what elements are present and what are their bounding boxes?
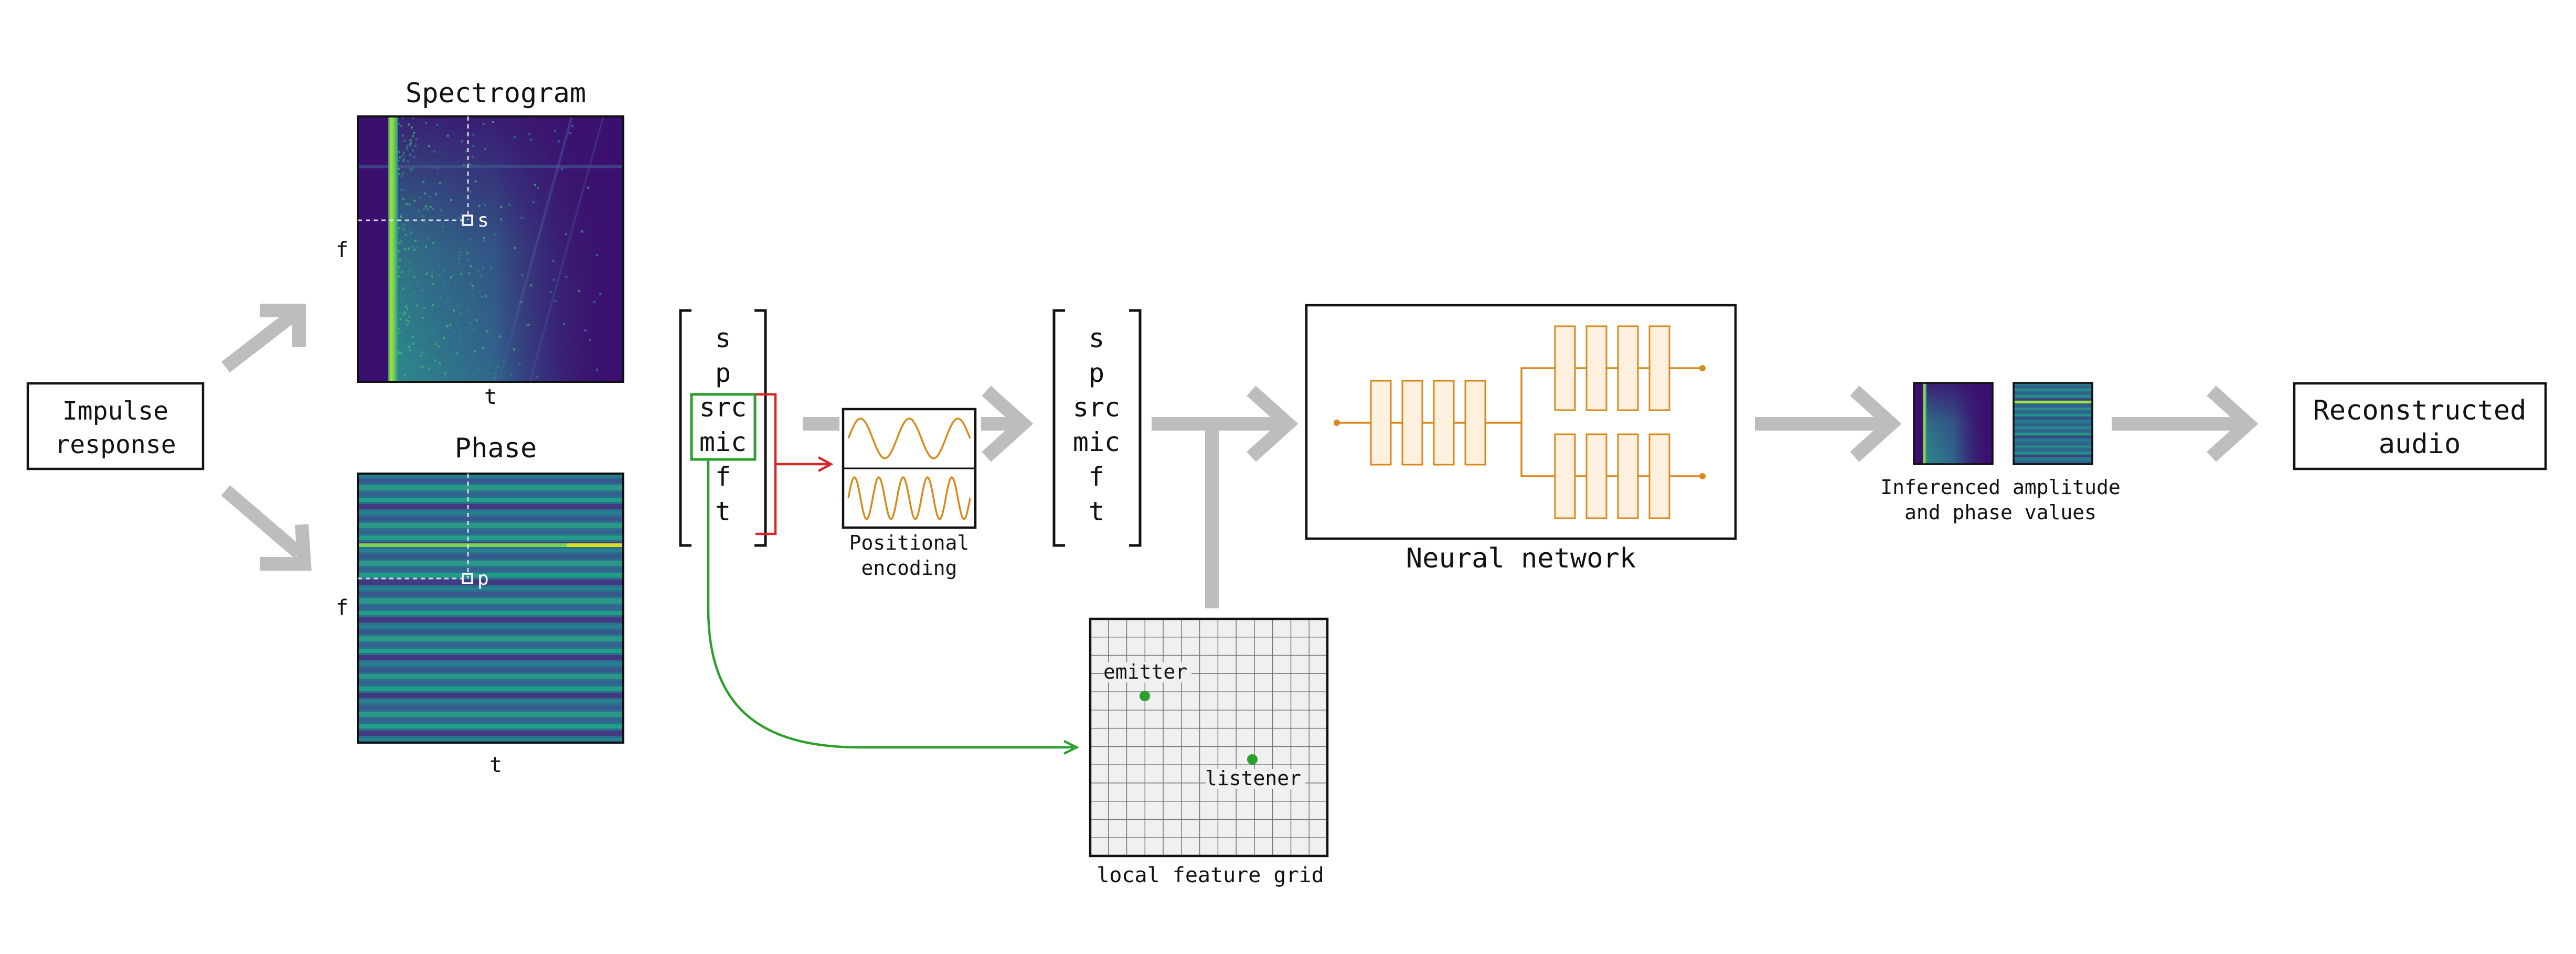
arrow-to-encoded-vector	[803, 385, 1034, 462]
inferred-amplitude-frame	[1913, 382, 1994, 465]
phase-plot	[358, 474, 623, 743]
location-highlight-box	[690, 393, 757, 461]
input-vector-right-bracket	[754, 309, 767, 547]
spectrogram-y-axis-label: f	[336, 238, 348, 262]
feature-grid-background	[1090, 619, 1327, 856]
phase-sample-marker	[462, 573, 473, 584]
inferred-phase-frame	[2013, 382, 2093, 465]
location-arrow	[707, 459, 1080, 755]
reconstructed-audio-label-line1: Reconstructed	[2313, 395, 2527, 426]
emitter-label: emitter	[1103, 660, 1187, 683]
input-vector-left-bracket	[679, 309, 691, 547]
neural-network-graph	[1334, 325, 1706, 519]
inferred-amplitude-thumbnail	[1914, 383, 1993, 464]
input-vector-item: s	[715, 323, 731, 353]
phase-x-axis-label: t	[489, 753, 502, 777]
spectrogram-frame	[357, 115, 624, 383]
encoded-vector-left-bracket	[1052, 309, 1065, 547]
encoded-vector-item: mic	[1073, 427, 1120, 457]
listener-label: listener	[1205, 767, 1301, 790]
encoded-vector-right-bracket	[1129, 309, 1142, 547]
reconstructed-audio-box	[2293, 382, 2547, 470]
spectrogram-marker-label: s	[477, 210, 489, 231]
phase-title: Phase	[455, 433, 537, 464]
inference-caption-line1: Inferenced amplitude	[1880, 476, 2121, 499]
encoding-sine-high-frequency	[847, 476, 971, 521]
encoded-vector: s p src mic f t	[1073, 323, 1120, 527]
encoding-sine-low-frequency	[847, 417, 971, 459]
arrow-to-output	[2112, 385, 2259, 462]
nn-layer	[1554, 325, 1576, 411]
nn-layer	[1648, 325, 1670, 411]
input-vector-item: mic	[699, 427, 747, 457]
spectrogram-title: Spectrogram	[406, 78, 586, 109]
impulse-response-box	[26, 382, 205, 470]
input-vector-item: t	[715, 496, 731, 527]
nn-layer	[1401, 380, 1423, 466]
nn-layer	[1617, 325, 1639, 411]
nn-layer	[1648, 433, 1670, 519]
encoded-vector-item: s	[1089, 323, 1104, 353]
listener-dot	[1247, 754, 1258, 765]
impulse-response-label-line1: Impulse	[62, 396, 168, 426]
emitter-label-bg	[1104, 662, 1191, 682]
encoded-vector-item: src	[1073, 392, 1120, 423]
phase-y-axis-label: f	[336, 596, 348, 620]
arrow-to-inference	[1755, 385, 1902, 462]
positional-encoding-label-line1: Positional	[849, 531, 970, 554]
spectrogram-x-axis-label: t	[484, 385, 497, 409]
arrow-to-neural-network	[1152, 385, 1298, 608]
nn-layer	[1554, 433, 1576, 519]
encoded-vector-item: f	[1089, 462, 1104, 492]
feature-grid-caption: local feature grid	[1097, 863, 1324, 887]
nn-layer	[1370, 380, 1392, 466]
inferred-phase-thumbnail	[2014, 383, 2092, 464]
input-vector-item: f	[715, 462, 731, 492]
arrow-to-phase	[221, 485, 312, 571]
encoding-arrow	[775, 456, 834, 472]
phase-marker-label: p	[477, 568, 489, 589]
reconstructed-audio-label-line2: audio	[2379, 428, 2461, 460]
nn-layer	[1617, 433, 1639, 519]
spectrogram-sample-marker	[462, 215, 473, 226]
emitter-dot	[1140, 691, 1150, 701]
input-vector: s p src mic f t	[699, 323, 747, 527]
neural-network-caption: Neural network	[1406, 543, 1636, 574]
encoded-vector-item: t	[1089, 496, 1104, 527]
encoded-vector-item: p	[1089, 358, 1104, 388]
nn-layer	[1585, 433, 1608, 519]
inference-caption-line2: and phase values	[1904, 501, 2096, 524]
nn-layer	[1433, 380, 1455, 466]
nn-layer	[1585, 325, 1608, 411]
nn-layer	[1464, 380, 1486, 466]
input-vector-item: p	[715, 358, 731, 388]
phase-frame	[357, 473, 624, 744]
input-vector-item: src	[699, 392, 747, 423]
positional-encoding-label-line2: encoding	[861, 556, 957, 580]
feature-grid-frame	[1089, 617, 1329, 857]
listener-label-bg	[1206, 769, 1305, 789]
arrow-to-spectrogram	[221, 304, 306, 373]
impulse-response-label-line2: response	[55, 430, 176, 459]
spectrogram-plot	[358, 116, 623, 382]
